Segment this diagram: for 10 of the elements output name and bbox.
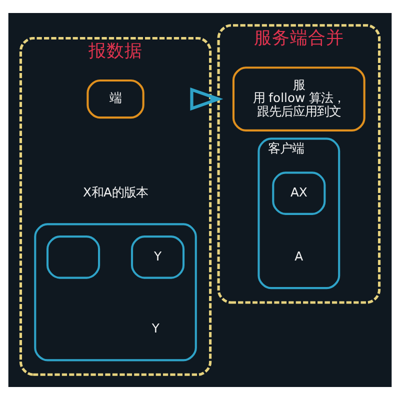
node-box: 服 用 follow 算法， 跟先后应用到文 [232, 66, 366, 132]
node-box: 端 [86, 79, 144, 119]
node-box: Y [130, 236, 185, 279]
label: A [294, 249, 304, 264]
label: Y [152, 321, 160, 336]
node-box [46, 236, 100, 279]
cluster [34, 223, 197, 362]
label: X和A的版本 [83, 185, 148, 200]
arrow [190, 87, 224, 111]
node-box: AX [272, 172, 326, 215]
